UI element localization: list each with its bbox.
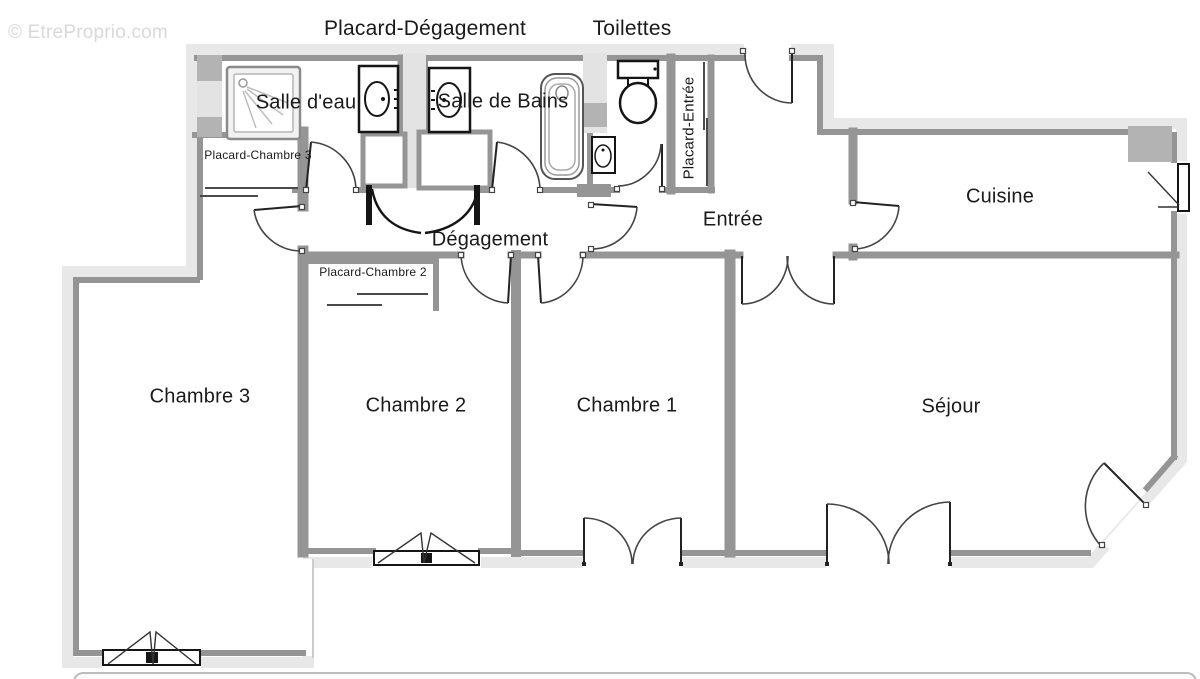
door-leaf-chambre2 bbox=[507, 254, 512, 304]
windows bbox=[102, 163, 1190, 666]
room-label-chambre2: Chambre 2 bbox=[365, 394, 467, 417]
room-label-placard-chambre2: Placard-Chambre 2 bbox=[319, 265, 427, 279]
door-swing-arcs bbox=[253, 53, 1105, 565]
door-leaves bbox=[253, 52, 1147, 564]
door-leaf-cuisine bbox=[852, 201, 900, 207]
closets bbox=[360, 129, 493, 191]
room-label-sejour: Séjour bbox=[921, 395, 981, 418]
room-label-placard-degagement: Placard-Dégagement bbox=[323, 17, 527, 40]
room-label-placard-chambre3: Placard-Chambre 3 bbox=[204, 148, 312, 162]
outer-wall-band bbox=[62, 44, 1187, 668]
closet-degagement-left bbox=[360, 131, 408, 189]
watermark: © EtreProprio.com bbox=[8, 22, 168, 43]
door-hinge-markers bbox=[298, 47, 1150, 566]
room-label-chambre1: Chambre 1 bbox=[576, 394, 678, 417]
door-leaf-chambre3 bbox=[253, 205, 303, 211]
room-label-entree: Entrée bbox=[702, 208, 764, 231]
duct-block-bathroom bbox=[583, 103, 607, 127]
shafts-and-ducts bbox=[197, 53, 1172, 197]
duct-block-left-top bbox=[197, 55, 222, 81]
door-leaves-sejour-double bbox=[741, 256, 835, 304]
double-door-placard-degagement bbox=[366, 185, 480, 235]
doors bbox=[253, 52, 1147, 565]
duct-block-left-bottom bbox=[197, 117, 222, 137]
window-kitchen bbox=[1147, 163, 1190, 212]
door-leaves-french-sejour bbox=[826, 502, 951, 564]
door-leaf-salle-deau bbox=[305, 141, 312, 191]
window-chambre2 bbox=[373, 531, 480, 566]
bottom-frame-edge bbox=[73, 672, 1197, 679]
sliding-door-placard-chambre3 bbox=[200, 187, 298, 197]
duct-block-kitchen bbox=[1128, 126, 1172, 162]
door-leaf-degagement-entree bbox=[590, 203, 638, 208]
room-label-chambre3: Chambre 3 bbox=[149, 385, 251, 408]
sliding-door-placard-chambre2 bbox=[327, 293, 428, 306]
room-label-salle-deau: Salle d'eau bbox=[255, 91, 357, 114]
interior-walls bbox=[192, 53, 1180, 558]
window-chambre3 bbox=[102, 630, 201, 666]
closet-degagement-right bbox=[416, 129, 493, 191]
room-label-toilettes: Toilettes bbox=[592, 17, 672, 40]
room-label-cuisine: Cuisine bbox=[965, 185, 1035, 208]
door-leaves-french-chambre1 bbox=[583, 518, 682, 564]
room-label-placard-entree: Placard-Entrée bbox=[680, 76, 698, 180]
toilet-icon bbox=[616, 59, 660, 125]
door-leaf-chambre1 bbox=[537, 254, 542, 304]
small-basin-icon-toilettes bbox=[591, 136, 616, 174]
washbasin-icon-salle-deau bbox=[357, 64, 400, 134]
sliding-door-placard-entree bbox=[703, 62, 708, 186]
washbasin-icon-salle-de-bains bbox=[427, 66, 472, 134]
room-label-degagement: Dégagement bbox=[431, 228, 549, 251]
fixtures bbox=[225, 59, 660, 180]
room-label-salle-de-bains: Salle de Bains bbox=[437, 90, 569, 113]
door-leaf-salle-de-bains bbox=[491, 141, 498, 191]
shower-tray-icon bbox=[225, 65, 302, 141]
door-leaf-sejour-diagonal bbox=[1103, 462, 1147, 506]
sliding-closet-doors bbox=[200, 62, 708, 306]
outer-wall-lines bbox=[73, 55, 1179, 656]
bathtub-icon bbox=[540, 73, 584, 180]
